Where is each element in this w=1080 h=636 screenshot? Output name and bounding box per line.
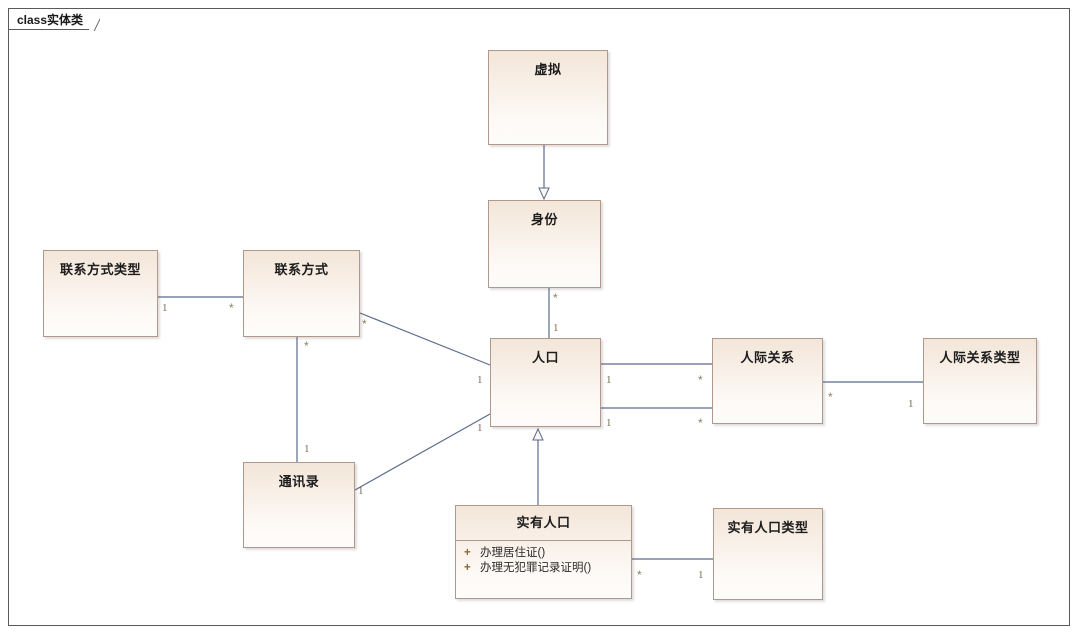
class-node-renjiguanxi-leixing[interactable]: 人际关系类型: [923, 338, 1037, 424]
class-node-title: 实有人口类型: [727, 520, 809, 535]
multiplicity-label: *: [698, 373, 703, 387]
class-node-title: 虚拟: [534, 62, 562, 77]
multiplicity-label: 1: [553, 322, 559, 334]
class-node-title: 人际关系类型: [939, 350, 1021, 365]
class-node-shenfen[interactable]: 身份: [488, 200, 601, 288]
class-compartment-divider: [456, 540, 631, 541]
class-node-title: 实有人口: [516, 515, 571, 530]
multiplicity-label: 1: [606, 417, 612, 429]
class-operations-compartment: + 办理居住证() + 办理无犯罪记录证明(): [456, 541, 631, 580]
operation-signature: 办理无犯罪记录证明(): [480, 562, 592, 574]
tab-slant-edge: [88, 9, 100, 31]
visibility-marker: +: [464, 547, 471, 559]
diagram-frame-tab: class实体类: [8, 8, 90, 30]
tab-bottom-border: [9, 29, 90, 30]
class-operation-row[interactable]: + 办理居住证(): [456, 546, 631, 561]
class-node-renjiguanxi[interactable]: 人际关系: [712, 338, 823, 424]
multiplicity-label: *: [637, 568, 642, 582]
class-node-shiyourenkou[interactable]: 实有人口 + 办理居住证() + 办理无犯罪记录证明(): [455, 505, 632, 599]
class-node-lianxifangshi[interactable]: 联系方式: [243, 250, 360, 337]
class-node-tongxunlu[interactable]: 通讯录: [243, 462, 355, 548]
visibility-marker: +: [464, 562, 471, 574]
multiplicity-label: 1: [304, 443, 310, 455]
class-node-title: 联系方式类型: [59, 262, 141, 277]
multiplicity-label: 1: [908, 398, 914, 410]
multiplicity-label: *: [362, 317, 367, 331]
class-node-title: 人口: [531, 350, 559, 365]
diagram-frame-tab-label: class实体类: [17, 12, 84, 27]
multiplicity-label: *: [553, 291, 558, 305]
multiplicity-label: *: [304, 339, 309, 353]
class-node-shiyourenkou-leixing[interactable]: 实有人口类型: [713, 508, 823, 600]
multiplicity-label: *: [828, 390, 833, 404]
class-node-title: 身份: [530, 212, 558, 227]
multiplicity-label: 1: [358, 485, 364, 497]
multiplicity-label: *: [698, 416, 703, 430]
multiplicity-label: 1: [477, 374, 483, 386]
operation-signature: 办理居住证(): [480, 547, 546, 559]
class-node-xuni[interactable]: 虚拟: [488, 50, 608, 145]
multiplicity-label: 1: [698, 569, 704, 581]
class-node-lianxifangshi-leixing[interactable]: 联系方式类型: [43, 250, 158, 337]
multiplicity-label: 1: [162, 302, 168, 314]
class-node-title: 人际关系: [740, 350, 795, 365]
multiplicity-label: *: [229, 301, 234, 315]
class-node-title: 通讯录: [278, 474, 320, 489]
class-node-title: 联系方式: [274, 262, 329, 277]
class-operation-row[interactable]: + 办理无犯罪记录证明(): [456, 561, 631, 576]
multiplicity-label: 1: [477, 422, 483, 434]
multiplicity-label: 1: [606, 374, 612, 386]
class-node-renkou[interactable]: 人口: [490, 338, 601, 427]
